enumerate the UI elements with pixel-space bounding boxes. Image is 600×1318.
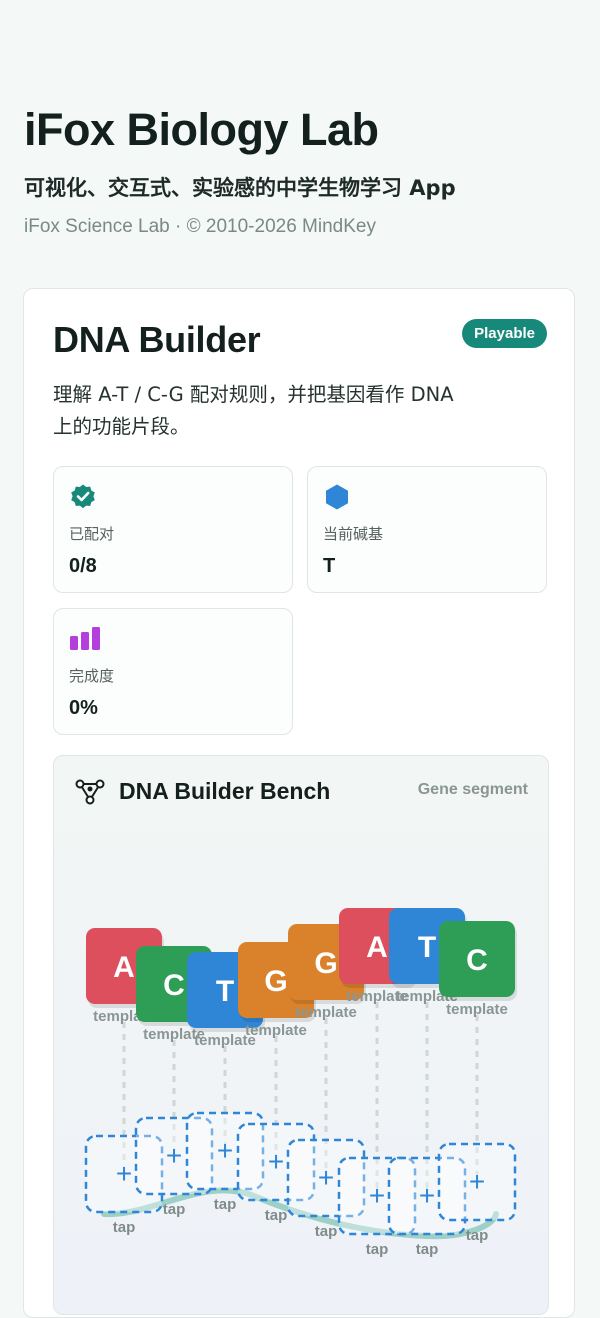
stat-value: 0/8 <box>69 555 97 577</box>
slot-label: tap <box>366 1241 389 1258</box>
stat-value: T <box>323 555 336 577</box>
base-letter: G <box>314 947 337 980</box>
base-letter: T <box>216 975 234 1008</box>
complement-slot[interactable]: + tap <box>185 1111 265 1213</box>
stat-current-base: 当前碱基 T <box>307 466 547 593</box>
stat-paired: 已配对 0/8 <box>53 466 293 593</box>
add-base-icon[interactable]: + <box>116 1158 132 1189</box>
module-card: DNA Builder Playable 理解 A-T / C-G 配对规则，并… <box>23 288 575 1318</box>
verified-check-icon <box>71 484 95 509</box>
base-letter: G <box>264 965 287 998</box>
slot-label: tap <box>214 1196 237 1213</box>
app-header: iFox Biology Lab 可视化、交互式、实验感的中学生物学习 App … <box>24 100 584 238</box>
slot-box[interactable] <box>134 1116 214 1196</box>
base-label: template <box>194 1032 256 1049</box>
complement-slot[interactable]: + tap <box>134 1116 214 1218</box>
complement-slot[interactable]: + tap <box>337 1156 417 1258</box>
add-base-icon[interactable]: + <box>318 1162 334 1193</box>
stat-value: 0% <box>69 697 98 719</box>
slot-label: tap <box>163 1201 186 1218</box>
base-label: template <box>346 988 408 1005</box>
complement-slot[interactable]: + tap <box>437 1142 517 1244</box>
bench-title: DNA Builder Bench <box>119 778 331 804</box>
dna-backbone <box>101 1187 499 1240</box>
app-copyright: iFox Science Lab · © 2010-2026 MindKey <box>24 216 376 237</box>
complement-slot[interactable]: + tap <box>84 1134 164 1236</box>
add-base-icon[interactable]: + <box>469 1166 485 1197</box>
base-letter: C <box>163 969 185 1002</box>
module-description: 理解 A-T / C-G 配对规则，并把基因看作 DNA 上的功能片段。 <box>53 383 454 438</box>
base-label: template <box>446 1001 508 1018</box>
slot-box[interactable] <box>185 1111 265 1191</box>
stat-label: 完成度 <box>69 667 115 685</box>
slot-label: tap <box>466 1227 489 1244</box>
complement-slot[interactable]: + tap <box>236 1122 316 1224</box>
base-label: template <box>143 1026 205 1043</box>
base-letter: A <box>366 931 388 964</box>
base-label: template <box>295 1004 357 1021</box>
app-title: iFox Biology Lab <box>24 104 379 155</box>
base-letter: T <box>418 931 436 964</box>
slot-label: tap <box>265 1207 288 1224</box>
base-tile <box>439 921 515 997</box>
add-base-icon[interactable]: + <box>419 1180 435 1211</box>
stat-completion: 完成度 0% <box>53 608 293 735</box>
slot-box[interactable] <box>337 1156 417 1236</box>
slot-label: tap <box>113 1219 136 1236</box>
stat-label: 已配对 <box>69 525 115 543</box>
app-subtitle: 可视化、交互式、实验感的中学生物学习 App <box>24 176 456 200</box>
dna-builder-bench: DNA Builder Bench Gene segment +tap+tap+… <box>53 755 549 1315</box>
base-label: template <box>245 1022 307 1039</box>
slot-box[interactable] <box>236 1122 316 1202</box>
add-base-icon[interactable]: + <box>217 1135 233 1166</box>
molecule-icon <box>75 779 105 805</box>
hexagon-icon <box>326 484 348 510</box>
bar-chart-icon <box>70 627 100 650</box>
add-base-icon[interactable]: + <box>166 1140 182 1171</box>
add-base-icon[interactable]: + <box>268 1146 284 1177</box>
stat-label: 当前碱基 <box>323 525 384 543</box>
slot-box[interactable] <box>84 1134 164 1214</box>
add-base-icon[interactable]: + <box>369 1180 385 1211</box>
bench-tag: Gene segment <box>417 781 528 798</box>
base-letter: A <box>113 951 135 984</box>
slot-label: tap <box>416 1241 439 1258</box>
complement-slot[interactable]: + tap <box>387 1156 467 1258</box>
slot-box[interactable] <box>387 1156 467 1236</box>
module-title: DNA Builder <box>53 319 261 360</box>
slot-box[interactable] <box>437 1142 517 1222</box>
status-badge: Playable <box>462 319 547 348</box>
base-letter: C <box>466 944 488 977</box>
dna-strand-canvas: + tap + tap + tap + tap + tap + tap + tap + tap Atemplat… <box>84 908 517 1258</box>
slot-label: tap <box>315 1223 338 1240</box>
